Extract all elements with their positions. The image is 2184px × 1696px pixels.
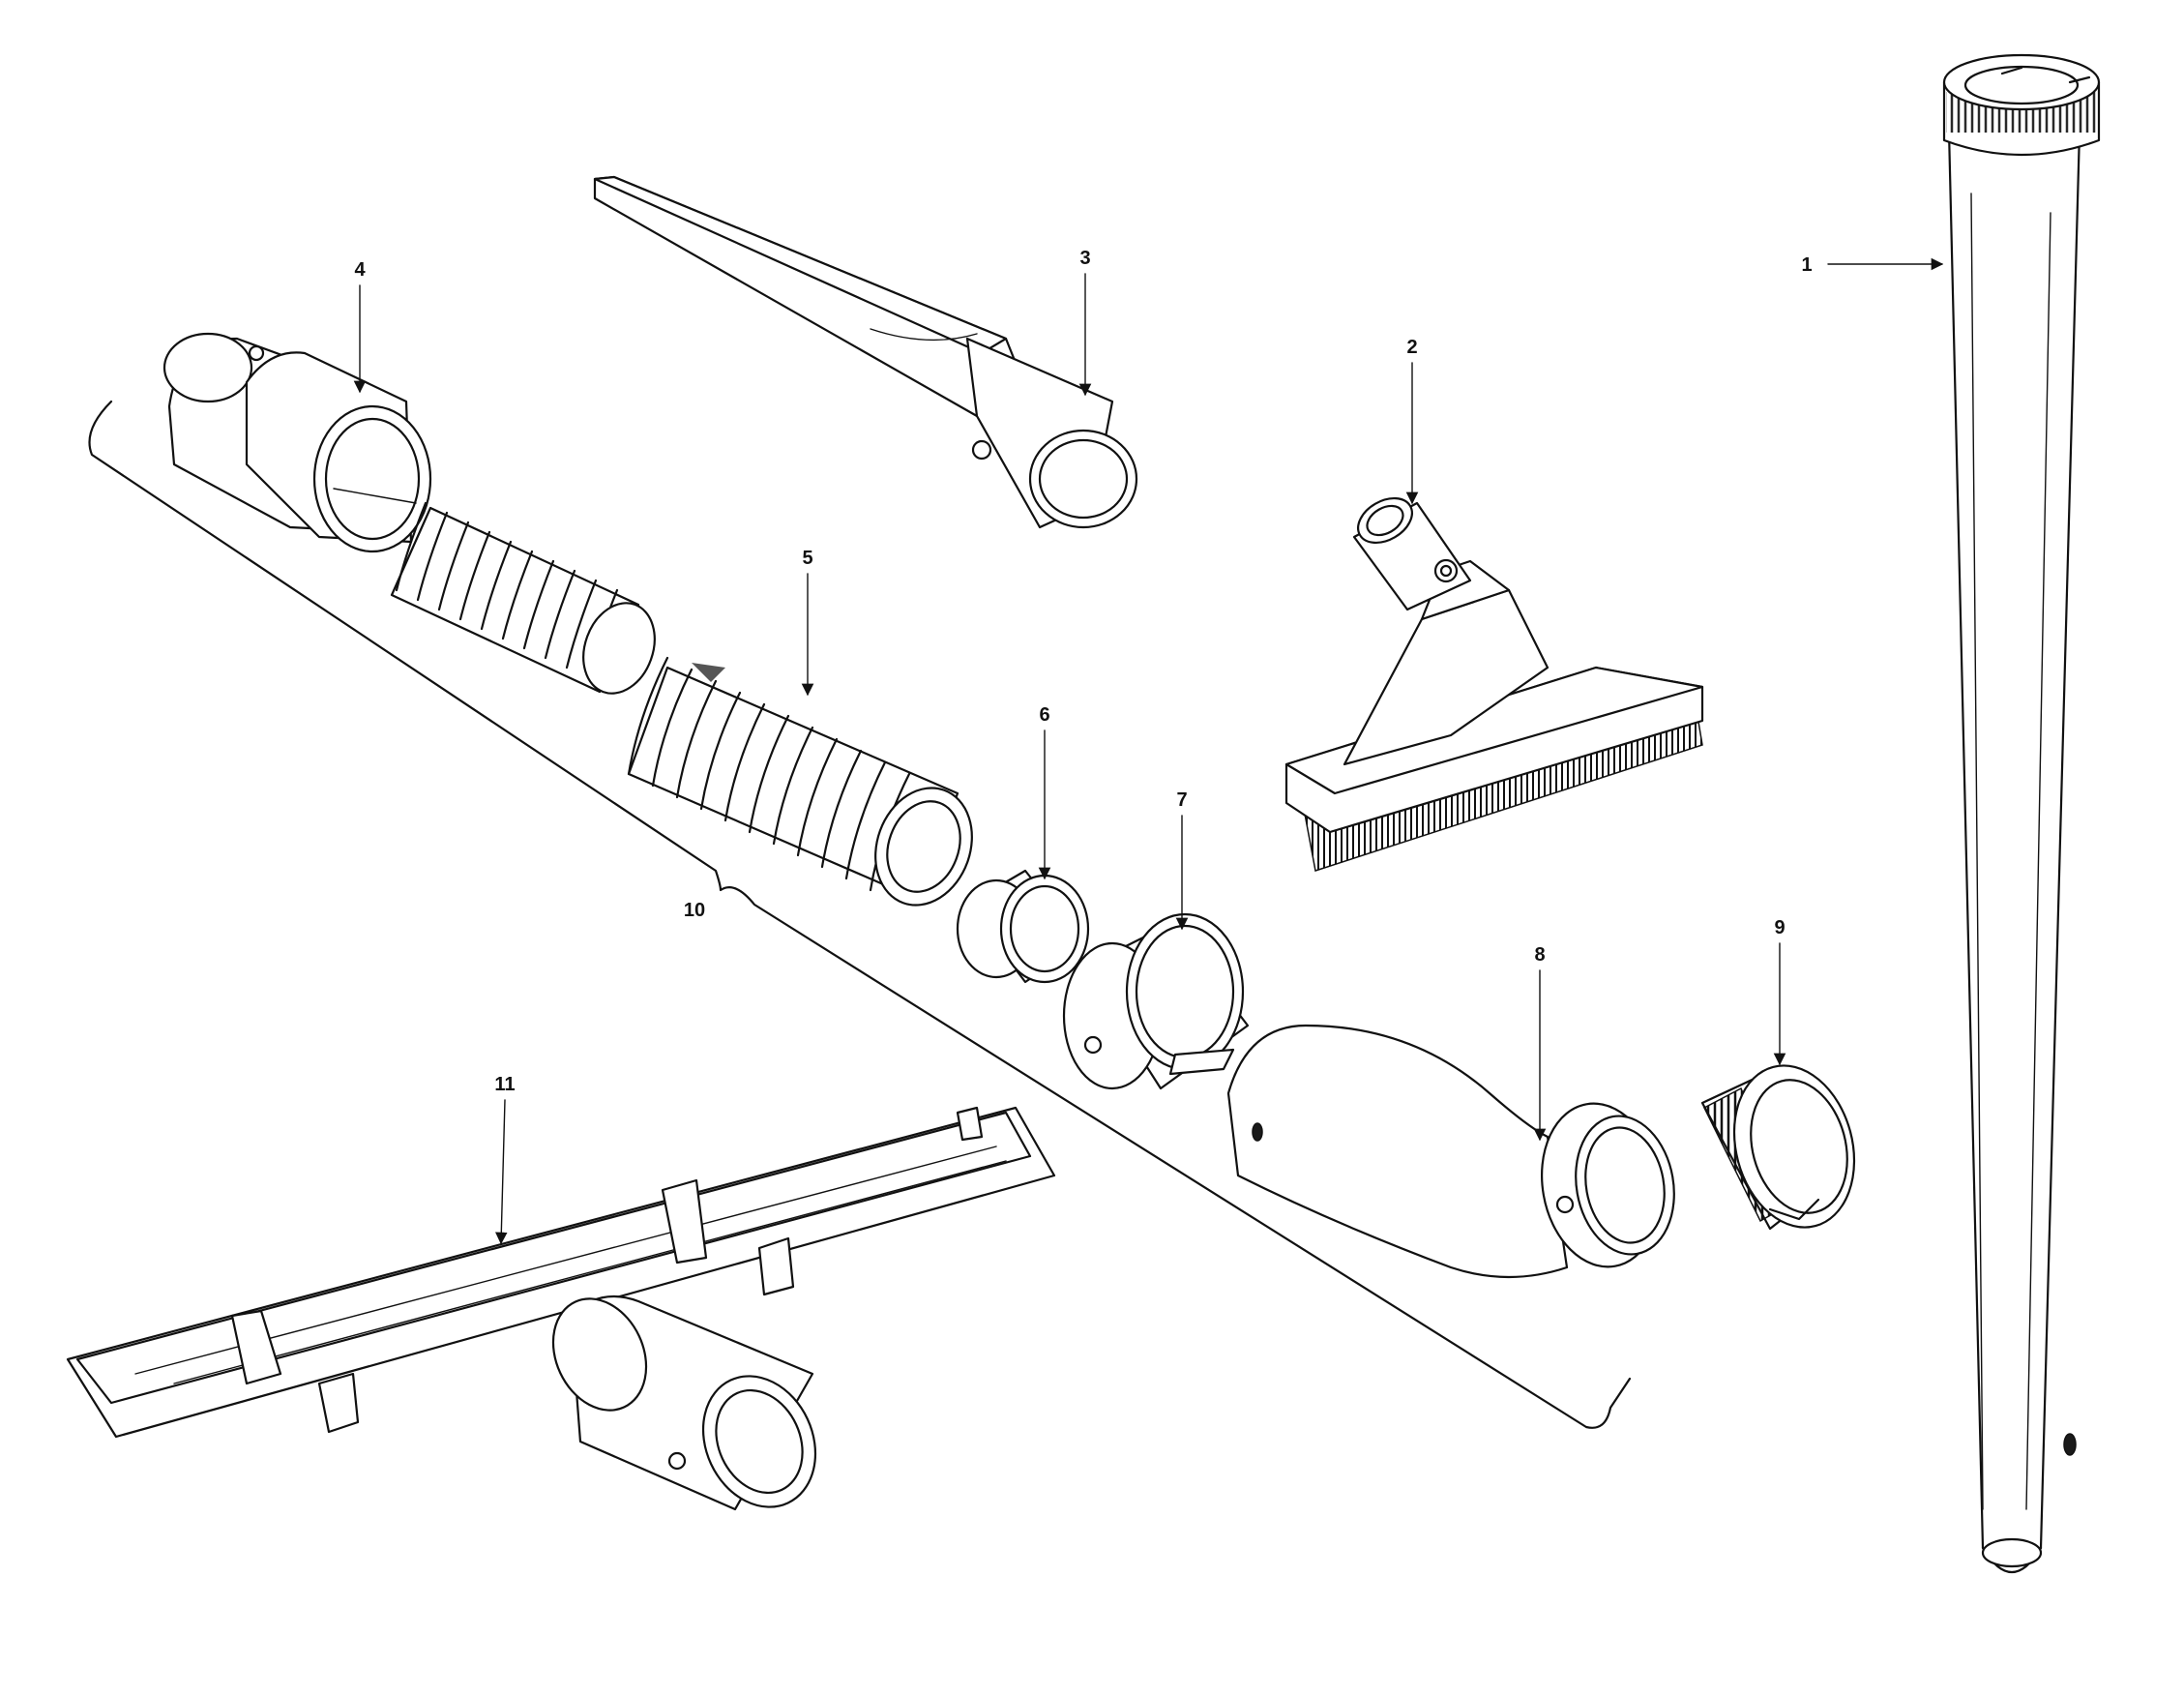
callout-8: 8 <box>1534 944 1545 966</box>
callout-labels: 1 2 3 4 5 6 7 8 9 10 11 <box>354 248 1812 1095</box>
callout-leaders <box>353 257 1944 1245</box>
callout-11: 11 <box>494 1074 515 1095</box>
callout-6: 6 <box>1039 704 1049 726</box>
callout-9: 9 <box>1774 917 1785 938</box>
callout-1: 1 <box>1801 254 1812 276</box>
part-1-extension-wand <box>1942 53 2101 1574</box>
hose-segment-upper <box>390 501 656 695</box>
part-11-floor-tool <box>66 1106 1056 1511</box>
part-7-split-sleeve <box>1062 912 1250 1090</box>
part-8-curved-handle <box>1226 1024 1675 1279</box>
callout-7: 7 <box>1176 789 1187 811</box>
hose-segment-lower <box>627 656 973 907</box>
callout-10: 10 <box>684 900 705 921</box>
callout-4: 4 <box>354 259 366 281</box>
callout-5: 5 <box>802 548 812 569</box>
part-10-assembly-bracket <box>88 400 1632 1429</box>
part-3-crevice-tool <box>593 175 1138 529</box>
part-2-dusting-brush <box>1284 496 1704 872</box>
part-5-flexible-hose <box>390 501 973 907</box>
part-9-knurled-nut <box>1700 1064 1856 1231</box>
part-4-hose-coupling <box>162 332 432 553</box>
part-6-ring <box>956 869 1090 984</box>
callout-2: 2 <box>1406 337 1417 358</box>
callout-3: 3 <box>1079 248 1090 269</box>
